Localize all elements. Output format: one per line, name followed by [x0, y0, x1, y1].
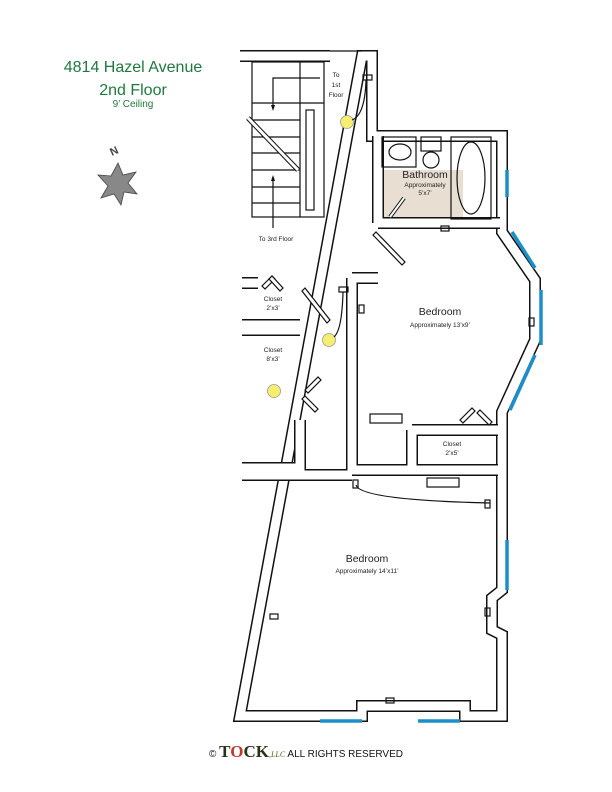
closet-a-size: 2’x3’	[266, 305, 280, 312]
staircase	[246, 61, 325, 228]
stairs-down-label-1: To	[333, 72, 340, 79]
address-title: 4814 Hazel Avenue	[64, 59, 203, 76]
compass-star-icon: N	[97, 144, 138, 207]
closet-b-size: 8’x3’	[266, 356, 280, 363]
stairs-up-label: To 3rd Floor	[259, 236, 295, 243]
windows	[320, 170, 543, 723]
closet-c-name: Closet	[443, 441, 462, 448]
rights-text: ALL RIGHTS RESERVED	[287, 749, 403, 760]
radiators	[369, 413, 460, 488]
bathroom-fixtures	[381, 136, 492, 220]
bathroom-name: Bathroom	[402, 169, 448, 181]
copyright-footer: © TOCK,LLC ALL RIGHTS RESERVED	[0, 742, 612, 762]
ceiling-lights	[267, 115, 354, 398]
bedroom-lower-name: Bedroom	[346, 553, 389, 565]
north-label: N	[108, 144, 120, 158]
stairs-down-label-2: 1st	[332, 82, 341, 89]
bathroom-size-2: 5’x7’	[418, 190, 432, 197]
closet-c-size: 2’x5’	[445, 450, 459, 457]
bedroom-upper-name: Bedroom	[419, 306, 462, 318]
ceiling-height: 9’ Ceiling	[113, 99, 154, 110]
stairs-down-label-3: Floor	[329, 92, 345, 99]
bedroom-lower-size: Approximately 14’x11’	[335, 568, 399, 575]
closet-b-name: Closet	[264, 347, 283, 354]
outlets	[269, 225, 535, 704]
bathroom-size-1: Approximately	[404, 182, 446, 189]
switches-and-wiring	[333, 74, 491, 504]
bedroom-upper-size: Approximately 13’x9’	[410, 322, 471, 329]
interior-walls	[242, 136, 500, 481]
closet-a-name: Closet	[264, 296, 283, 303]
floor-title: 2nd Floor	[99, 82, 167, 99]
llc-label: ,LLC	[268, 750, 286, 759]
copyright-symbol: ©	[209, 749, 217, 760]
bathroom-floor	[379, 170, 463, 217]
doors	[261, 231, 493, 426]
tock-logo: TOCK	[219, 742, 269, 761]
exterior-walls	[232, 50, 541, 722]
